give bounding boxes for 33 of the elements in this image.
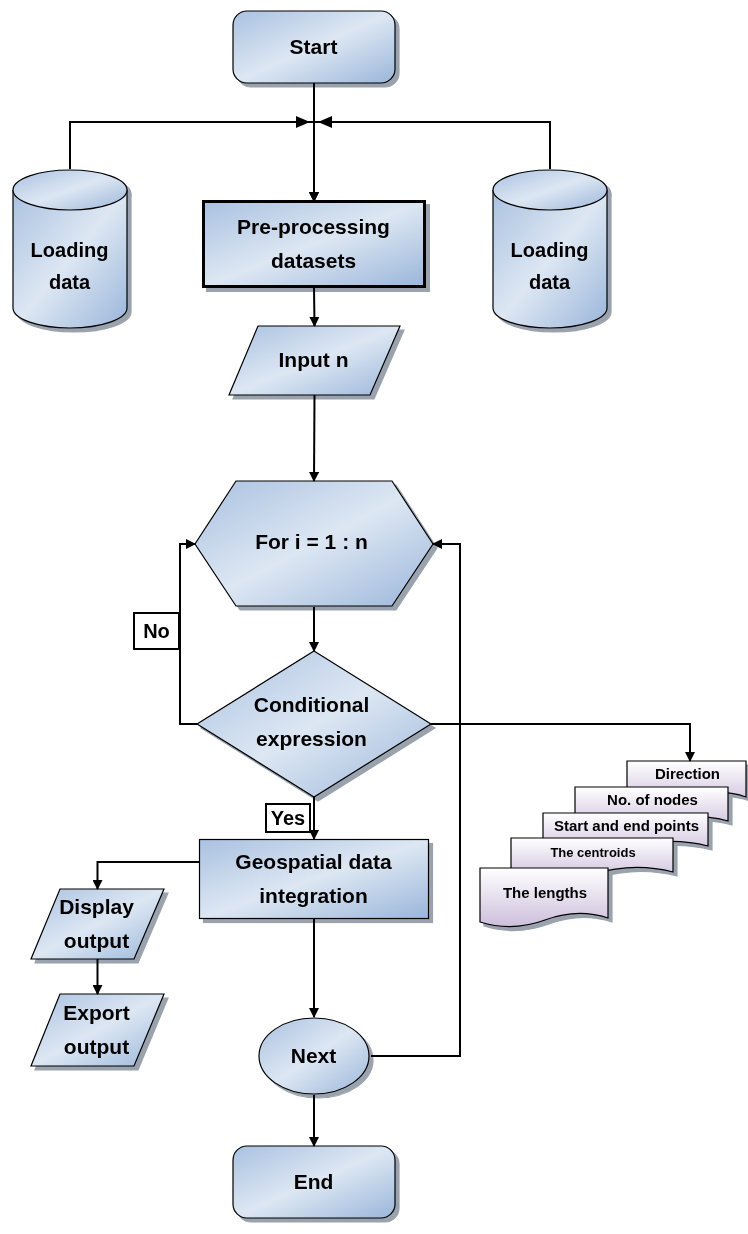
arrow: [309, 286, 320, 327]
node-label: Pre-processing datasets: [236, 213, 391, 274]
loop-hexagon: [194, 480, 434, 608]
node-label: Direction: [655, 764, 720, 784]
node-label: Conditional expression: [252, 691, 371, 752]
node-label: No. of nodes: [607, 790, 698, 810]
arrow: [370, 539, 461, 1057]
decision-diamond: [196, 650, 432, 798]
node-label: Loading data: [509, 238, 590, 295]
arrow: [309, 606, 319, 652]
arrow: [92, 861, 200, 890]
node-label: The lengths: [502, 883, 588, 903]
arrow: [309, 394, 320, 482]
node-label: Input n: [277, 347, 350, 373]
edge-label: Yes: [265, 803, 311, 833]
node-label: For i = 1 : n: [254, 528, 369, 555]
node-label: The centroids: [550, 844, 636, 862]
arrow: [309, 1094, 319, 1147]
arrow: [309, 116, 551, 202]
node-label: Geospatial data integration: [234, 848, 393, 909]
node-label: End: [292, 1168, 335, 1195]
node-label: Export output: [62, 999, 131, 1060]
node-label: Start: [288, 33, 339, 60]
arrow: [92, 958, 103, 995]
arrow: [309, 796, 319, 840]
arrow: [309, 918, 319, 1018]
arrow: [179, 539, 198, 725]
node-label: Start and end points: [554, 815, 699, 836]
edge-label: No: [133, 612, 180, 650]
node-label: Next: [289, 1042, 338, 1069]
node-label: Display output: [58, 893, 135, 954]
node-label: Loading data: [29, 238, 110, 295]
arrow: [430, 723, 695, 762]
